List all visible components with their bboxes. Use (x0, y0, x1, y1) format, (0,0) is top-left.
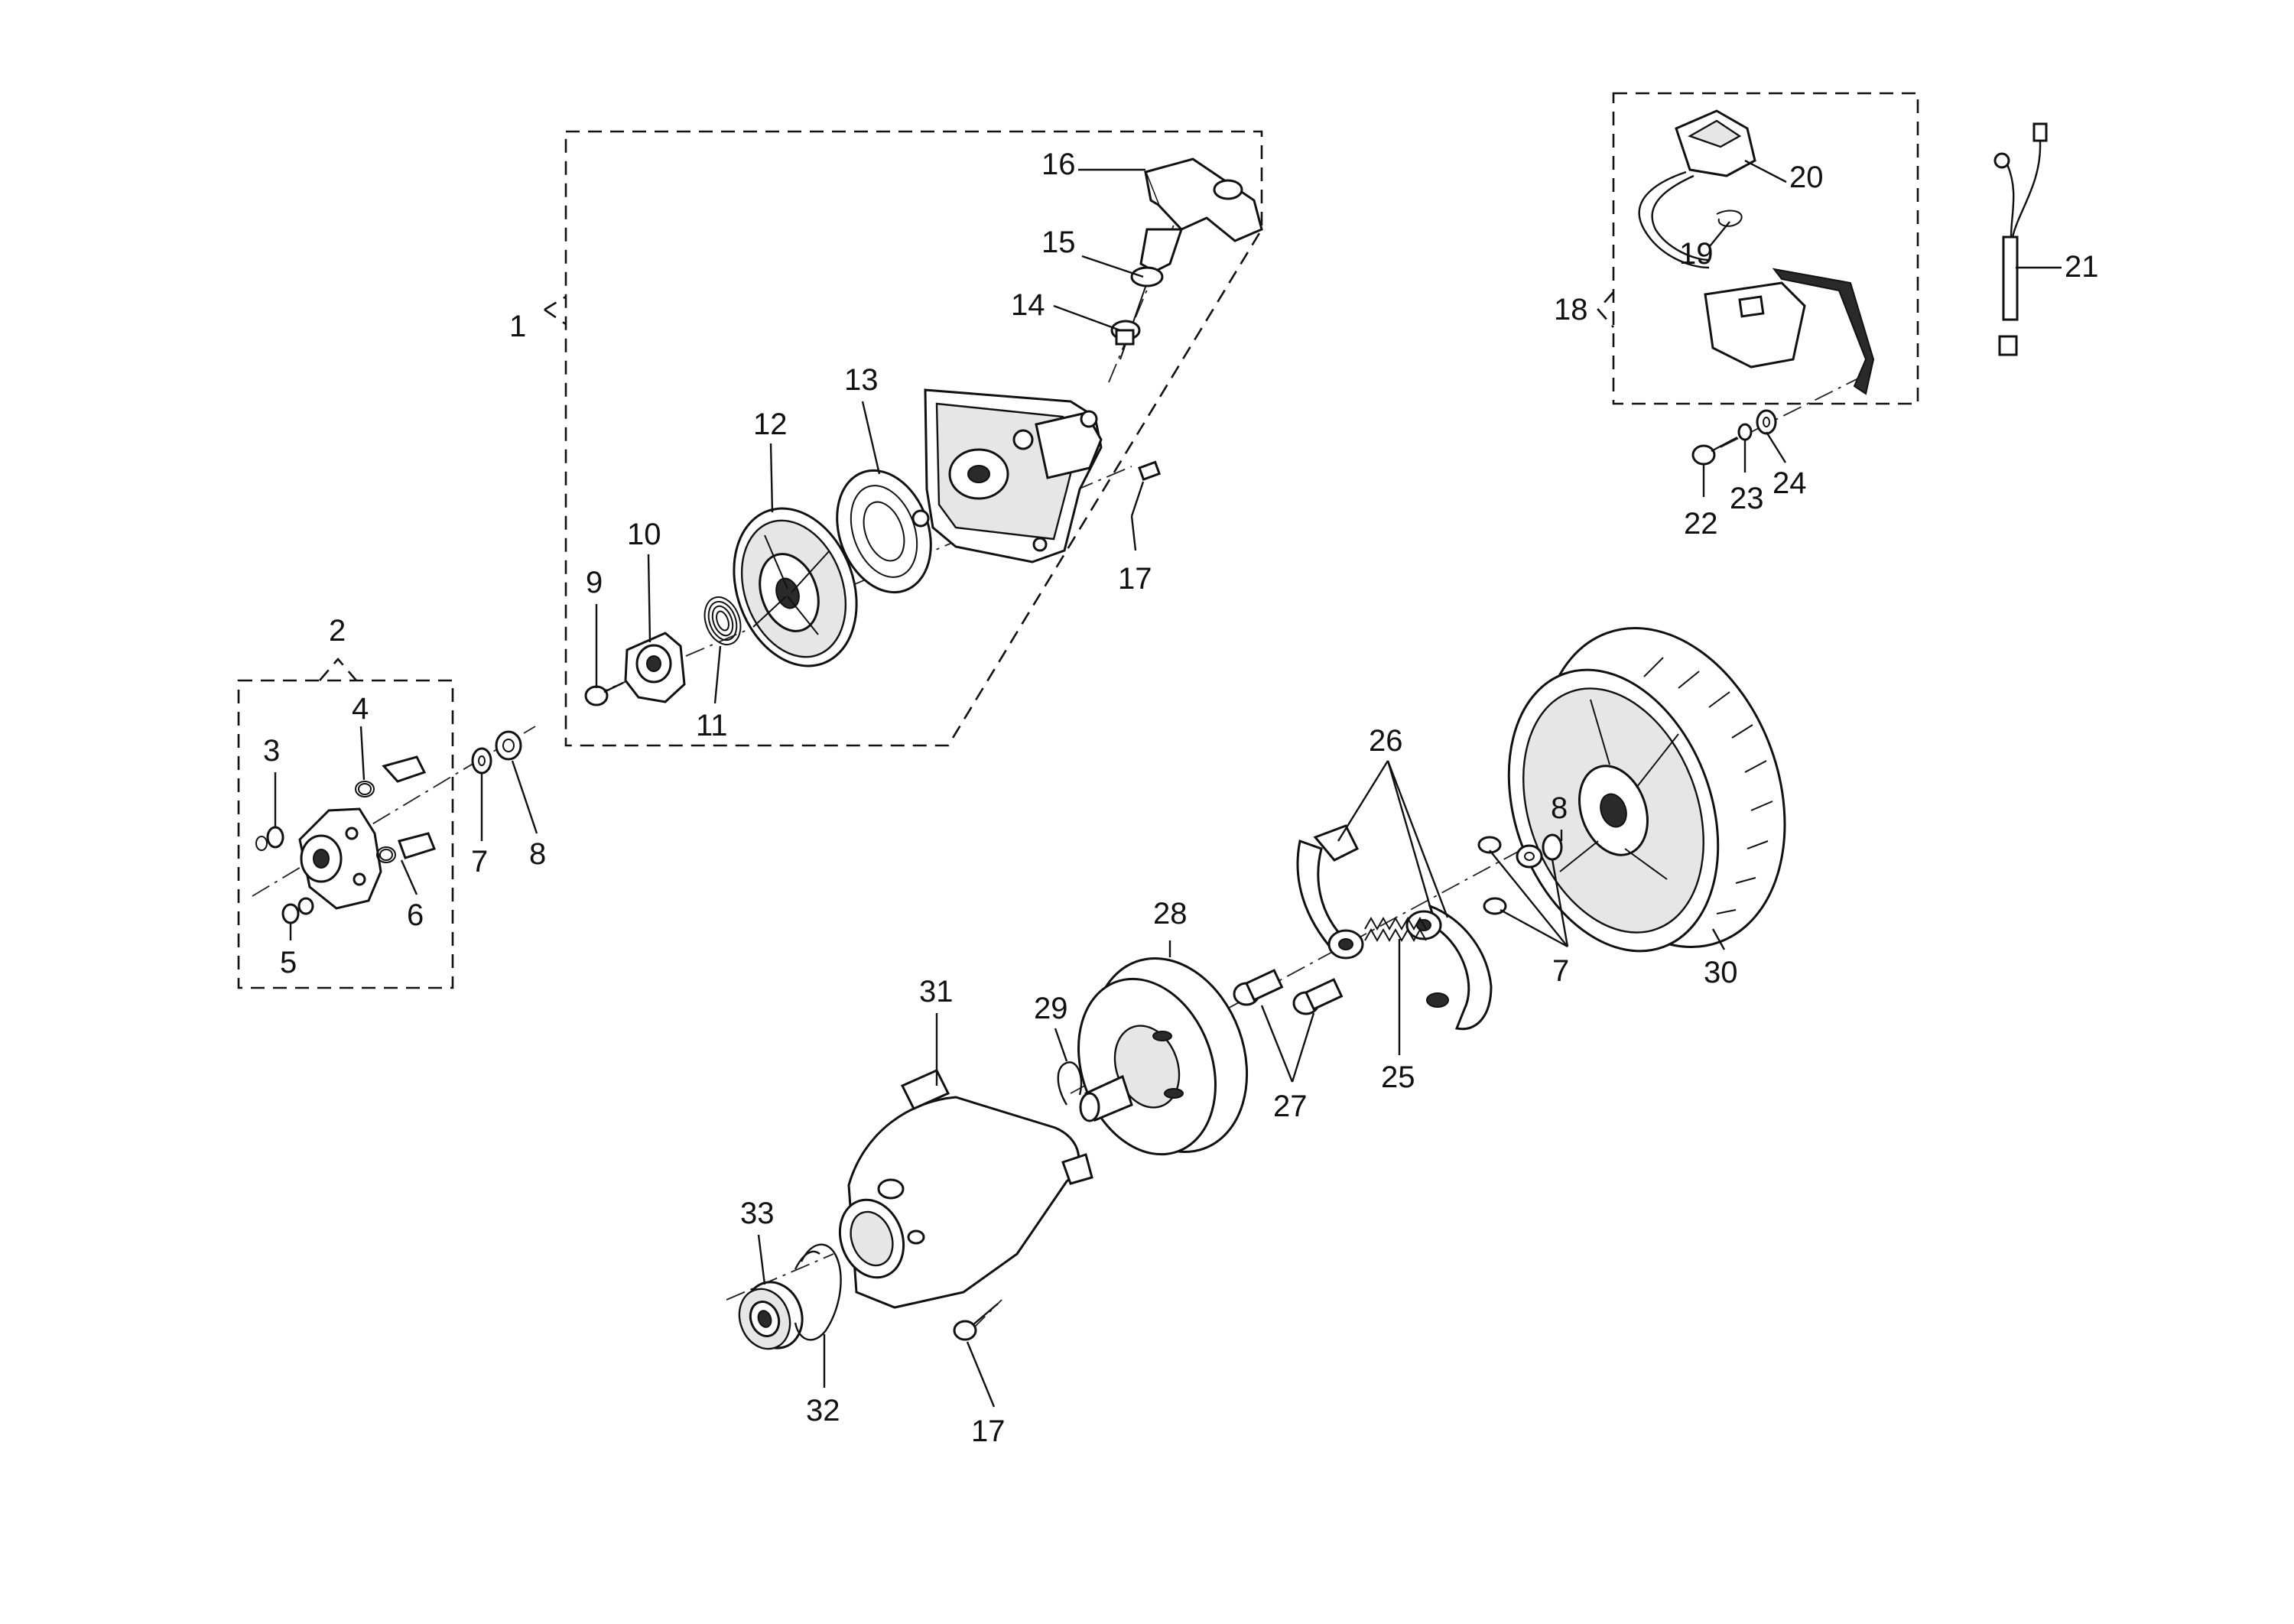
callout-14: 14 (1011, 288, 1045, 322)
callout-33: 33 (740, 1197, 775, 1230)
nut-part-8a (495, 730, 522, 761)
callout-8b: 8 (1551, 791, 1568, 825)
clutch-housing-part-31 (838, 1069, 1093, 1309)
group-bracket-1b (544, 295, 567, 311)
leader-lines (274, 159, 2062, 1408)
shoulder-bolt-part-27 (1233, 969, 1344, 1015)
screw-part-9 (584, 681, 624, 706)
callout-10: 10 (627, 518, 661, 551)
group-box-starter (564, 130, 1263, 747)
callout-13: 13 (844, 363, 879, 397)
callout-19: 19 (1679, 237, 1714, 271)
spring-part-11 (703, 596, 742, 645)
callout-28: 28 (1153, 897, 1188, 931)
callout-2: 2 (329, 614, 346, 648)
group-box-ignition (1612, 92, 1919, 405)
lock-washer-part-23 (1737, 423, 1753, 441)
starter-housing (924, 388, 1103, 564)
washer-part-3 (255, 826, 284, 851)
callout-9: 9 (586, 566, 603, 599)
nut-part-5 (281, 897, 314, 924)
callout-25: 25 (1381, 1060, 1415, 1094)
stop-wire-part-21 (1993, 122, 2048, 356)
bearing-part-33 (738, 1281, 804, 1350)
callout-31: 31 (919, 975, 954, 1009)
screw-part-17a (1130, 460, 1162, 517)
callout-15: 15 (1041, 226, 1076, 259)
callout-23: 23 (1730, 482, 1764, 515)
axis-line-bearing (726, 1253, 834, 1301)
pawl-part-6 (376, 832, 436, 863)
callout-21: 21 (2065, 250, 2099, 284)
spark-plug-boot-part-20 (1675, 109, 1756, 177)
ignition-lead (1638, 171, 1710, 269)
callout-32: 32 (806, 1394, 840, 1427)
ignition-coil (1704, 268, 1875, 395)
washer-part-24 (1756, 409, 1777, 435)
group-box-clutch-hub (237, 679, 454, 989)
axis-line-clutch-hub (252, 726, 536, 897)
washer-part-7a (471, 747, 492, 775)
snap-ring-part-29 (1057, 1061, 1083, 1106)
callout-4: 4 (352, 692, 369, 726)
callout-1: 1 (509, 310, 526, 343)
callout-16: 16 (1041, 148, 1076, 181)
callout-27: 27 (1273, 1090, 1308, 1123)
callout-11: 11 (696, 709, 728, 742)
group-bracket-1 (544, 308, 567, 326)
clutch-drum-part-28 (1077, 957, 1249, 1156)
callout-26: 26 (1369, 724, 1403, 758)
clutch-shoe-part-26a (1296, 824, 1364, 960)
flywheel-part-30 (1507, 627, 1786, 953)
callout-17a: 17 (1118, 562, 1152, 596)
clutch-spring-part-25 (1364, 916, 1427, 943)
pulley-part-12 (733, 507, 858, 667)
recoil-spring-part-13 (836, 469, 932, 594)
nut-part-8b (1516, 844, 1543, 869)
callout-29: 29 (1034, 992, 1068, 1025)
callout-12: 12 (753, 408, 788, 441)
callout-20: 20 (1789, 161, 1824, 194)
callout-labels: 1 2 3 4 5 6 7 8 9 10 11 12 13 14 15 16 1… (263, 148, 2099, 1448)
handle-part-16 (1139, 158, 1263, 273)
callout-7a: 7 (471, 845, 488, 879)
callout-8a: 8 (529, 837, 546, 871)
bolt-part-22 (1691, 436, 1738, 466)
screw-part-17b (953, 1303, 999, 1341)
clutch-hub-part-2 (298, 807, 382, 910)
callout-22: 22 (1684, 507, 1718, 541)
rope-part-15 (1119, 266, 1164, 360)
spring-part-4 (355, 755, 427, 797)
callout-5: 5 (280, 946, 297, 979)
callout-18: 18 (1554, 293, 1588, 326)
pawl-cap-part-10 (624, 632, 686, 703)
clutch-shoe-part-26b (1405, 904, 1493, 1031)
spring-part-19 (1716, 209, 1743, 227)
callout-3: 3 (263, 734, 280, 768)
callout-7b: 7 (1552, 954, 1569, 988)
axis-line-clutch (1070, 733, 1737, 1094)
callout-24: 24 (1772, 466, 1807, 500)
group-bracket-18 (1597, 291, 1614, 328)
callout-30: 30 (1704, 956, 1738, 989)
callout-6: 6 (407, 898, 424, 932)
group-bracket-2 (319, 658, 357, 681)
circlip-part-32 (794, 1243, 842, 1341)
grommet-part-14 (1110, 320, 1141, 346)
callout-17b: 17 (971, 1415, 1006, 1448)
